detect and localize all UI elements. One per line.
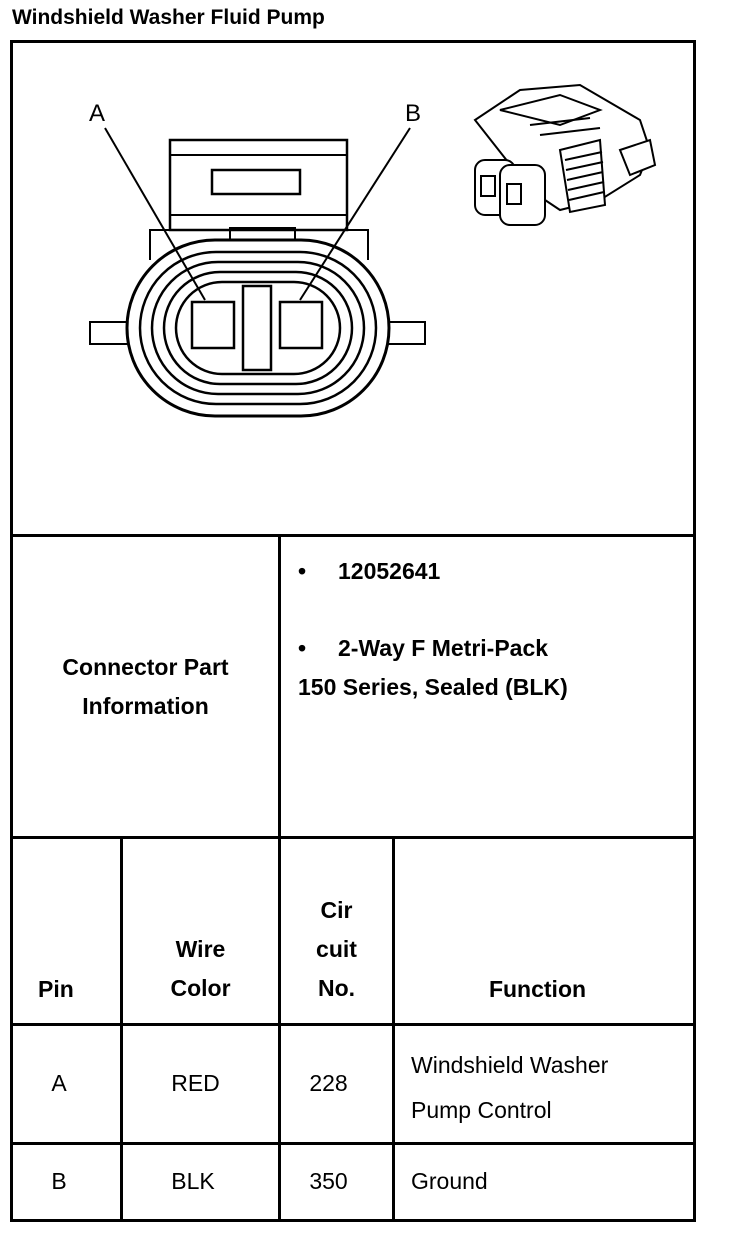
- divider-row: [10, 1142, 696, 1145]
- bullet-part-number: •: [298, 558, 307, 584]
- header-wire-color-line2: Color: [170, 975, 231, 1001]
- frame-right: [693, 40, 696, 1222]
- connector-description-line1: 2-Way F Metri-Pack: [338, 635, 549, 661]
- row-a-function-line2: Pump Control: [411, 1097, 552, 1123]
- row-a-circuit: 228: [309, 1070, 348, 1096]
- bullet-description: •: [298, 635, 307, 661]
- frame-top: [10, 40, 696, 43]
- connector-info-label-line2: Information: [82, 692, 209, 719]
- connector-description-line2: 150 Series, Sealed (BLK): [298, 674, 568, 700]
- header-pin: Pin: [38, 976, 74, 1002]
- pin-label-a: A: [89, 100, 106, 127]
- col-divider-1: [120, 836, 123, 1222]
- row-b-function: Ground: [411, 1168, 488, 1194]
- header-circuit-no: Cir cuit No.: [281, 891, 392, 1008]
- divider-diagram: [10, 534, 696, 537]
- header-wire-color-line1: Wire: [175, 936, 226, 962]
- header-circuit-line2: cuit: [316, 936, 357, 962]
- row-b-circuit: 350: [309, 1168, 348, 1194]
- pin-label-b: B: [405, 100, 422, 127]
- header-wire-color: Wire Color: [123, 930, 278, 1008]
- col-divider-3: [392, 836, 395, 1222]
- connector-info-label-line1: Connector Part: [62, 653, 229, 680]
- row-a-pin: A: [51, 1070, 67, 1096]
- header-circuit-line3: No.: [317, 975, 356, 1001]
- header-circuit-line1: Cir: [320, 897, 353, 923]
- divider-header: [10, 1023, 696, 1026]
- col-divider-info: [278, 534, 281, 839]
- row-a-function-line1: Windshield Washer: [411, 1052, 609, 1078]
- divider-info: [10, 836, 696, 839]
- frame-bottom: [10, 1219, 696, 1222]
- frame-left: [10, 40, 13, 1222]
- row-b-pin: B: [51, 1168, 67, 1194]
- row-b-wire-color: BLK: [171, 1168, 215, 1194]
- page-title: Windshield Washer Fluid Pump: [12, 6, 325, 29]
- header-function: Function: [488, 976, 587, 1002]
- connector-info-label: Connector Part Information: [13, 537, 278, 836]
- part-number: 12052641: [338, 558, 441, 584]
- row-a-function: Windshield Washer Pump Control: [411, 1043, 608, 1133]
- col-divider-2: [278, 836, 281, 1222]
- row-a-wire-color: RED: [171, 1070, 220, 1096]
